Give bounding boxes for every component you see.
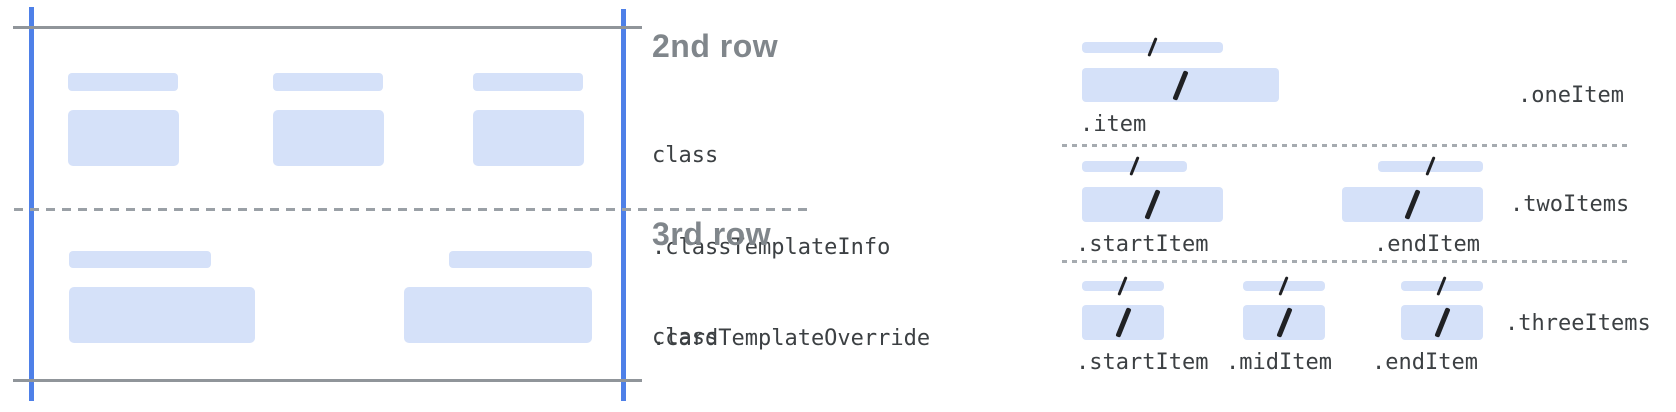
card-right-edge-line bbox=[621, 9, 626, 401]
row2-heading: 2nd row bbox=[652, 28, 779, 64]
row3-end-content-block bbox=[404, 287, 592, 343]
row3-start-content-block bbox=[69, 287, 255, 343]
enditem-label: .endItem bbox=[1372, 350, 1478, 375]
row3-code-path: class .classTemplateInfo .cardTemplateOv… bbox=[652, 262, 970, 412]
code-line: class bbox=[652, 143, 719, 168]
card-row-divider-dashed bbox=[14, 208, 810, 211]
row2-col1-label-bar bbox=[68, 73, 178, 91]
code-line: class bbox=[652, 325, 719, 350]
code-line: .cardTemplateOverride bbox=[652, 326, 931, 351]
row3-end-label-bar bbox=[449, 251, 592, 268]
card-left-edge-line bbox=[29, 7, 34, 401]
row2-col3-label-bar bbox=[473, 73, 583, 91]
row2-col2-label-bar bbox=[273, 73, 383, 91]
row2-col2-content-block bbox=[273, 110, 384, 166]
section-divider-dotted bbox=[1062, 260, 1628, 263]
row3-heading: 3rd row bbox=[652, 216, 772, 252]
row2-col1-content-block bbox=[68, 110, 179, 166]
code-line: .classTemplateInfo bbox=[652, 234, 891, 260]
card-top-boundary-line bbox=[13, 26, 642, 29]
twoitems-row-label: .twoItems bbox=[1510, 192, 1630, 217]
row2-code-path: class .classTemplateInfo .cardTemplateOv… bbox=[652, 80, 970, 412]
miditem-label: .midItem bbox=[1226, 350, 1332, 375]
item-label: .item bbox=[1080, 112, 1147, 137]
threeitems-row-label: .threeItems bbox=[1505, 311, 1651, 336]
startitem-label: .startItem bbox=[1076, 350, 1209, 375]
startitem-label: .startItem bbox=[1076, 232, 1209, 257]
row3-start-label-bar bbox=[69, 251, 211, 268]
oneitem-row-label: .oneItem bbox=[1518, 83, 1624, 108]
enditem-label: .endItem bbox=[1374, 232, 1480, 257]
card-bottom-boundary-line bbox=[13, 379, 642, 382]
row2-col3-content-block bbox=[473, 110, 584, 166]
section-divider-dotted bbox=[1062, 144, 1628, 147]
